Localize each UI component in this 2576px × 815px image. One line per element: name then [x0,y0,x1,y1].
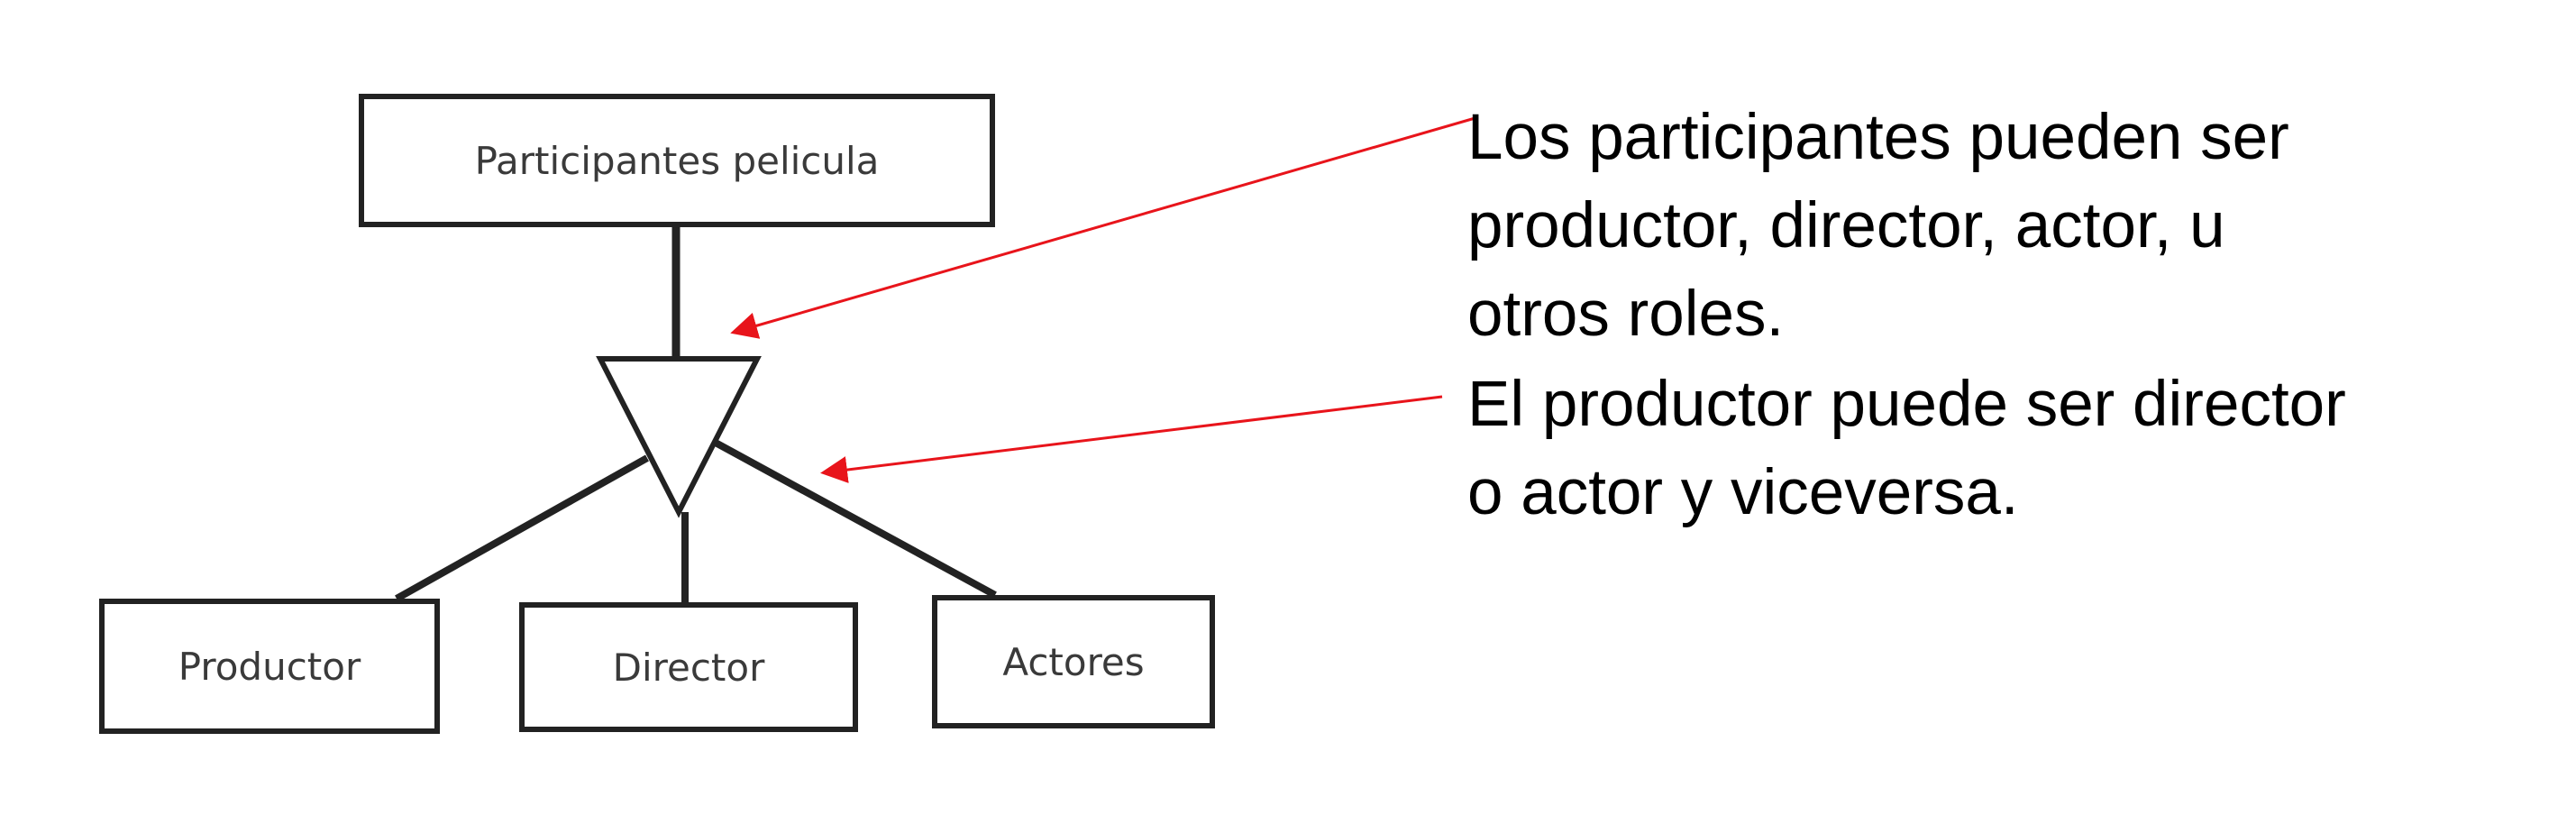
parent-entity-label: Participantes pelicula [474,138,880,183]
triangle-icon [596,356,762,518]
productor-entity-box: Productor [99,599,440,734]
actores-connector-line [712,438,997,599]
director-entity-box: Director [519,602,858,732]
arrow-note-1 [730,115,1479,339]
productor-connector-line [395,454,649,602]
annotation-roles: Los participantes pueden ser productor, … [1467,94,2289,359]
annotation-line: Los participantes pueden ser [1467,102,2289,173]
director-entity-label: Director [612,645,765,690]
arrow-note-2 [820,395,1443,483]
annotation-line: o actor y viceversa. [1467,457,2019,528]
annotation-line: El productor puede ser director [1467,369,2346,440]
actores-entity-label: Actores [1002,639,1145,684]
annotation-line: productor, director, actor, u [1467,190,2225,261]
actores-entity-box: Actores [932,595,1215,728]
parent-entity-box: Participantes pelicula [359,94,995,227]
annotation-overlap: El productor puede ser director o actor … [1467,361,2346,537]
productor-entity-label: Productor [178,644,361,689]
annotation-line: otros roles. [1467,279,1785,350]
